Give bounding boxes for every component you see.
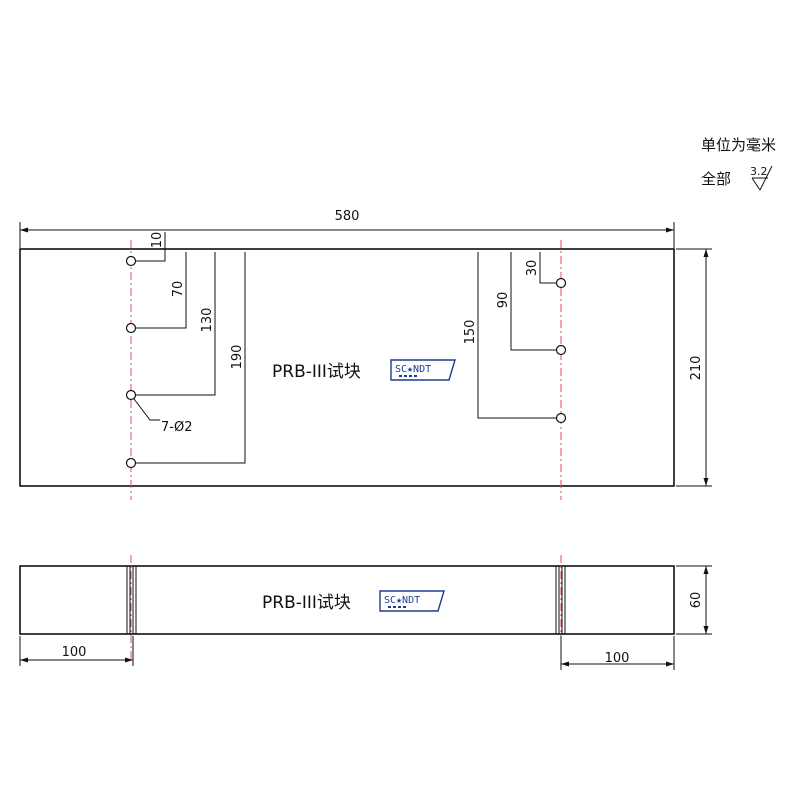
hole-right-2 <box>555 344 567 356</box>
hole-left-3 <box>125 389 137 401</box>
right-offset-value: 100 <box>605 651 630 666</box>
hole-callout: 7-Ø2 <box>133 398 192 435</box>
left-dim-70: 70 <box>171 281 186 298</box>
height-dimension: 210 <box>676 248 712 487</box>
right-hole-dimensions: 30 90 150 <box>463 252 561 419</box>
scndt-logo-icon: SC★NDT <box>379 590 445 612</box>
top-view-block-outline <box>19 248 675 487</box>
left-offset-value: 100 <box>62 645 87 660</box>
right-dim-90: 90 <box>496 292 511 309</box>
logo-text: SC★NDT <box>395 364 431 375</box>
left-dim-130: 130 <box>200 308 215 333</box>
right-dim-150: 150 <box>463 320 478 345</box>
side-height-value: 60 <box>689 592 704 609</box>
side-block-label: PRB-III试块 <box>262 593 351 613</box>
overall-width-value: 580 <box>335 209 360 224</box>
left-groove <box>126 566 137 634</box>
side-height-dimension: 60 <box>676 565 712 635</box>
roughness-symbol-icon: 3.2 <box>750 165 773 191</box>
logo-text: SC★NDT <box>384 595 420 606</box>
hole-left-1 <box>125 255 137 267</box>
hole-right-3 <box>555 412 567 424</box>
hole-right-1 <box>555 277 567 289</box>
overall-width-dimension: 580 <box>19 209 675 248</box>
side-view-block-outline <box>19 565 675 635</box>
roughness-value: 3.2 <box>750 165 768 178</box>
hole-note: 7-Ø2 <box>161 420 192 435</box>
hole-left-4 <box>125 457 137 469</box>
surface-note-label: 全部 <box>701 170 731 188</box>
left-dim-10: 10 <box>150 232 165 249</box>
left-dim-190: 190 <box>230 345 245 370</box>
height-value: 210 <box>689 356 704 381</box>
left-hole-dimensions: 10 70 130 190 <box>131 232 246 464</box>
right-groove <box>555 566 566 634</box>
scndt-logo-icon: SC★NDT <box>390 359 456 381</box>
top-block-label: PRB-III试块 <box>272 362 361 382</box>
right-offset-dimension: 100 <box>560 636 675 670</box>
unit-note: 单位为毫米 <box>701 136 776 154</box>
holes <box>125 255 567 469</box>
right-dim-30: 30 <box>525 260 540 277</box>
hole-left-2 <box>125 322 137 334</box>
left-offset-dimension: 100 <box>19 636 134 666</box>
